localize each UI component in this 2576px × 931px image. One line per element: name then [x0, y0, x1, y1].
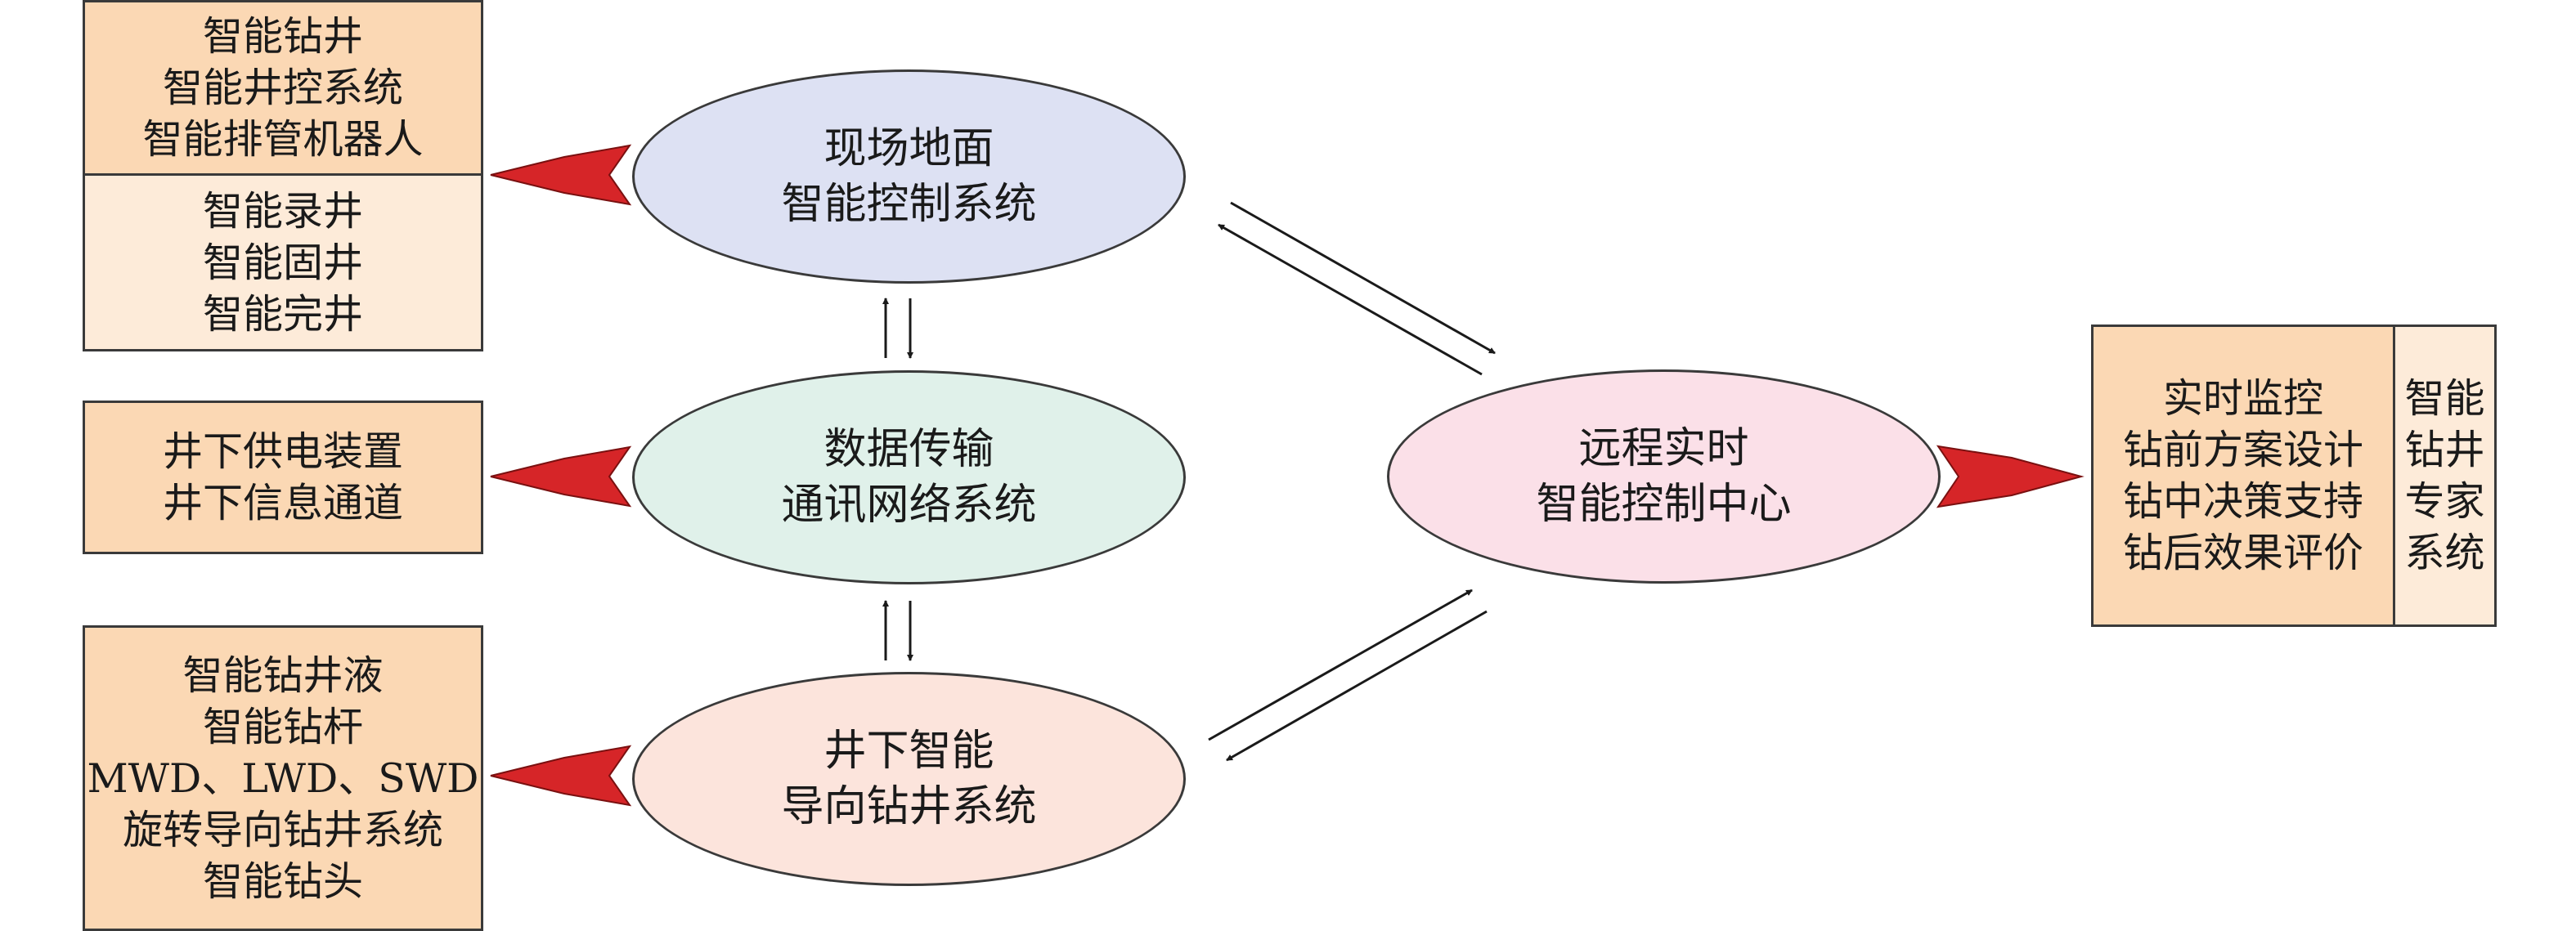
arrow-surface-to-remote [1230, 201, 1496, 355]
surface-equipment-box: 智能钻井 智能井控系统 智能排管机器人 [83, 0, 483, 176]
arrow-downhole-to-remote [1208, 589, 1473, 741]
arrow-remote-to-surface [1218, 223, 1483, 376]
box-line: 井下信息通道 [162, 480, 403, 526]
box-line: 智能钻井液 [182, 651, 384, 699]
box-line: 智能录井 [202, 187, 363, 235]
ellipse-line: 远程实时 [1578, 424, 1749, 473]
box-line: 钻中决策支持 [2122, 478, 2363, 525]
downhole-steering-ellipse: 井下智能 导向钻井系统 [632, 672, 1186, 886]
box-line: 井下供电装置 [162, 428, 403, 475]
box-line: 专家 [2404, 478, 2485, 525]
downhole-power-box: 井下供电装置 井下信息通道 [83, 401, 483, 554]
red-arrow-surface [490, 144, 632, 206]
box-line: 智能完井 [202, 290, 363, 338]
box-line: 钻井 [2404, 427, 2485, 473]
box-line: 系统 [2404, 530, 2485, 576]
box-line: 智能 [2404, 375, 2485, 422]
expert-functions-box: 实时监控 钻前方案设计 钻中决策支持 钻后效果评价 [2091, 325, 2395, 627]
expert-system-title-box: 智能 钻井 专家 系统 [2393, 325, 2497, 627]
box-line: 智能固井 [202, 239, 363, 286]
ellipse-line: 通讯网络系统 [781, 481, 1037, 530]
box-line: 实时监控 [2162, 375, 2323, 422]
surface-control-ellipse: 现场地面 智能控制系统 [632, 69, 1186, 284]
remote-control-center-ellipse: 远程实时 智能控制中心 [1387, 369, 1941, 584]
box-line: 智能钻井 [202, 13, 363, 60]
box-line: 智能井控系统 [162, 65, 403, 111]
ellipse-line: 智能控制系统 [781, 180, 1037, 229]
ellipse-line: 智能控制中心 [1536, 480, 1792, 529]
ellipse-line: 井下智能 [824, 727, 994, 776]
box-line: 智能钻头 [202, 857, 363, 905]
data-network-ellipse: 数据传输 通讯网络系统 [632, 370, 1186, 584]
ellipse-line: 导向钻井系统 [781, 782, 1037, 831]
box-line: 钻前方案设计 [2122, 427, 2363, 473]
box-line: 旋转导向钻井系统 [122, 806, 443, 853]
surface-services-box: 智能录井 智能固井 智能完井 [83, 173, 483, 351]
ellipse-line: 数据传输 [824, 425, 994, 474]
arrow-remote-to-downhole [1226, 610, 1488, 762]
box-line: MWD、LWD、SWD [87, 754, 479, 802]
red-arrow-data [490, 445, 632, 508]
red-arrow-downhole [490, 745, 632, 807]
box-line: 智能钻杆 [202, 703, 363, 750]
downhole-tools-box: 智能钻井液 智能钻杆 MWD、LWD、SWD 旋转导向钻井系统 智能钻头 [83, 625, 483, 931]
red-arrow-remote [1936, 445, 2085, 508]
ellipse-line: 现场地面 [824, 124, 994, 173]
box-line: 智能排管机器人 [142, 116, 424, 163]
box-line: 钻后效果评价 [2122, 530, 2363, 576]
